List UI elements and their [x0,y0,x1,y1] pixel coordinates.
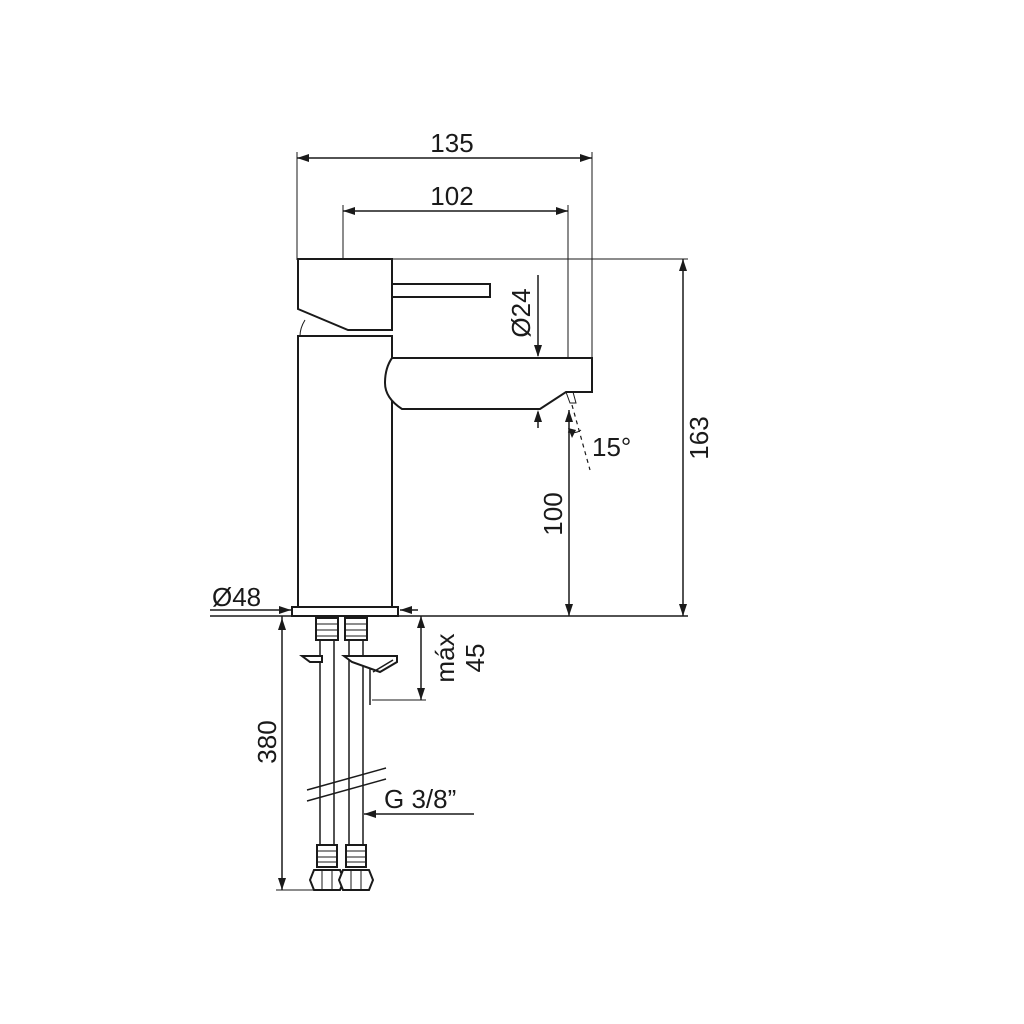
spout [383,357,593,410]
thread-label: G 3/8” [384,784,456,814]
dim-label-d24: Ø24 [506,288,536,337]
dimension-15deg: 15° [567,404,631,471]
hose-connector-right-bottom [345,844,367,868]
hose-connector-left-bottom [316,844,338,868]
fixing-washer-right [341,655,398,674]
hose-connector-right-top [344,617,368,641]
dimension-135: 135 [296,128,593,358]
dim-label-380: 380 [252,720,282,763]
dimension-380: 380 [252,616,314,891]
break-mark-top [306,767,387,791]
dimension-102: 102 [342,181,569,358]
handle-lever [391,283,491,298]
break-mark-bottom [306,778,387,802]
dimension-100: 100 [538,410,573,616]
dim-label-100: 100 [538,492,568,535]
dim-label-15deg: 15° [592,432,631,462]
dim-label-102: 102 [430,181,473,211]
hex-nut-left [308,869,346,891]
hose-connector-left-top [315,617,339,641]
dim-label-d48: Ø48 [212,582,261,612]
dimension-d48: Ø48 [210,582,688,617]
supply-hoses [299,617,398,891]
dimension-d24: Ø24 [506,275,542,428]
thread-callout: G 3/8” [364,784,474,818]
dimension-max45: máx 45 [372,616,490,701]
dim-label-45: 45 [460,644,490,673]
hex-nut-right [337,869,375,891]
main-column [297,335,393,608]
aerator [565,391,577,404]
fixing-washer-left [299,655,323,663]
handle-block [297,258,393,331]
base-plate [291,606,399,617]
dim-label-max: máx [430,633,460,682]
dimension-163: 163 [392,258,714,616]
cartridge-curve [299,319,306,337]
dim-label-163: 163 [684,416,714,459]
dim-label-135: 135 [430,128,473,158]
faucet-body [291,258,593,617]
